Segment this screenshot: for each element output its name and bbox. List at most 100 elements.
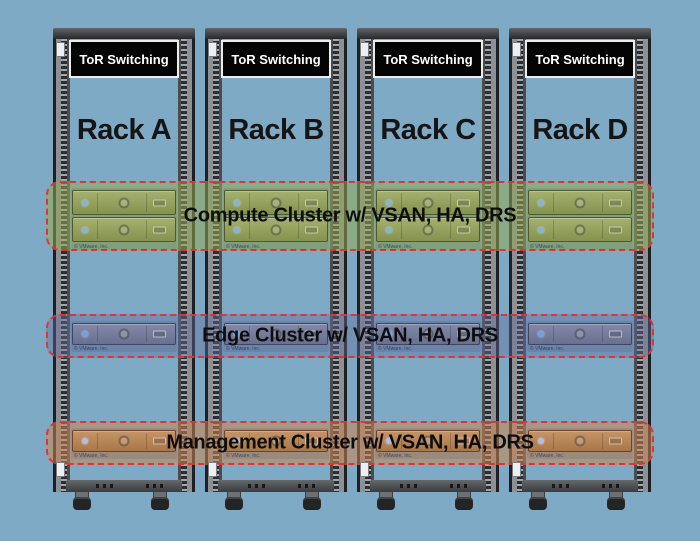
vendor-note: © VMware, Inc. <box>378 453 413 459</box>
vent-icon <box>602 484 621 488</box>
rack-a: ToR Switching Rack A <box>53 28 195 510</box>
rack-title: Rack C <box>380 114 476 146</box>
cluster-label: Compute Cluster w/ VSAN, HA, DRS <box>183 204 517 227</box>
port-icon <box>305 226 318 233</box>
caster-wheel-icon <box>301 490 323 512</box>
port-icon <box>457 199 470 206</box>
knob-icon <box>118 224 130 235</box>
server-group: © VMware, Inc. <box>375 188 481 250</box>
led-icon <box>538 331 544 337</box>
caster-wheel-icon <box>71 490 93 512</box>
vent-icon <box>298 484 317 488</box>
rack-left-rail <box>53 36 70 492</box>
led-icon <box>538 199 544 206</box>
vendor-note: © VMware, Inc. <box>226 346 261 352</box>
port-icon <box>609 226 622 233</box>
knob-icon <box>574 328 586 340</box>
management-cluster-band: © VMware, Inc. © VMware, Inc. © VMware, … <box>46 421 654 465</box>
tor-switching-text: ToR Switching <box>79 51 169 67</box>
caster-wheel-icon <box>527 490 549 512</box>
server-group: © VMware, Inc. <box>71 188 177 250</box>
port-icon <box>305 199 318 206</box>
server-unit <box>528 190 632 215</box>
rack-left-rail <box>205 36 222 492</box>
server-unit <box>376 430 480 452</box>
rack-latch-icon <box>360 462 369 477</box>
rack-top-frame <box>53 28 195 39</box>
led-icon <box>234 226 240 233</box>
vent-icon <box>96 484 115 488</box>
server-group: © VMware, Inc. <box>71 428 177 459</box>
rack-latch-icon <box>208 462 217 477</box>
server-unit <box>72 323 176 345</box>
port-icon <box>609 330 622 338</box>
server-unit <box>224 190 328 215</box>
led-icon <box>82 438 88 444</box>
server-unit <box>72 217 176 242</box>
knob-icon <box>422 435 434 447</box>
vent-icon <box>146 484 165 488</box>
rack-base <box>66 480 182 492</box>
tor-switching-text: ToR Switching <box>535 51 625 67</box>
vent-icon <box>552 484 571 488</box>
tor-switching-text: ToR Switching <box>231 51 321 67</box>
port-icon <box>609 437 622 445</box>
server-unit <box>224 430 328 452</box>
led-icon <box>386 438 392 444</box>
vendor-note: © VMware, Inc. <box>226 244 261 250</box>
tor-switching-label: ToR Switching <box>69 40 179 78</box>
knob-icon <box>574 197 586 208</box>
rack-b: ToR Switching Rack B <box>205 28 347 510</box>
rack-left-rail <box>509 36 526 492</box>
rack-base <box>218 480 334 492</box>
server-group: © VMware, Inc. <box>71 321 177 352</box>
led-icon <box>386 199 392 206</box>
knob-icon <box>574 435 586 447</box>
cluster-label: Management Cluster w/ VSAN, HA, DRS <box>166 431 534 454</box>
port-icon <box>153 226 166 233</box>
caster-wheel-icon <box>223 490 245 512</box>
tor-switching-label: ToR Switching <box>373 40 483 78</box>
rack-latch-icon <box>512 42 521 57</box>
server-group: © VMware, Inc. <box>527 428 633 459</box>
cluster-label: Edge Cluster w/ VSAN, HA, DRS <box>202 324 498 347</box>
server-unit <box>72 430 176 452</box>
port-icon <box>153 199 166 206</box>
port-icon <box>305 437 318 445</box>
server-group: © VMware, Inc. <box>223 321 329 352</box>
rack-left-rail <box>357 36 374 492</box>
server-group: © VMware, Inc. <box>527 188 633 250</box>
knob-icon <box>422 328 434 340</box>
knob-icon <box>422 224 434 235</box>
vendor-note: © VMware, Inc. <box>378 244 413 250</box>
vendor-note: © VMware, Inc. <box>74 346 109 352</box>
rack-d: ToR Switching Rack D <box>509 28 651 510</box>
knob-icon <box>574 224 586 235</box>
server-group: © VMware, Inc. <box>223 188 329 250</box>
knob-icon <box>118 435 130 447</box>
vendor-note: © VMware, Inc. <box>378 346 413 352</box>
vent-icon <box>248 484 267 488</box>
port-icon <box>609 199 622 206</box>
port-icon <box>457 226 470 233</box>
vendor-note: © VMware, Inc. <box>74 453 109 459</box>
server-group: © VMware, Inc. <box>527 321 633 352</box>
vendor-note: © VMware, Inc. <box>226 453 261 459</box>
knob-icon <box>270 435 282 447</box>
vendor-note: © VMware, Inc. <box>530 453 565 459</box>
led-icon <box>538 226 544 233</box>
led-icon <box>234 331 240 337</box>
knob-icon <box>118 197 130 208</box>
server-unit <box>224 323 328 345</box>
knob-icon <box>118 328 130 340</box>
port-icon <box>153 330 166 338</box>
server-unit <box>376 323 480 345</box>
server-group: © VMware, Inc. <box>375 321 481 352</box>
tor-switching-label: ToR Switching <box>525 40 635 78</box>
port-icon <box>305 330 318 338</box>
server-group: © VMware, Inc. <box>375 428 481 459</box>
compute-cluster-band: © VMware, Inc. © VMware, Inc. © VMware, … <box>46 181 654 251</box>
tor-switching-label: ToR Switching <box>221 40 331 78</box>
rack-top-frame <box>205 28 347 39</box>
